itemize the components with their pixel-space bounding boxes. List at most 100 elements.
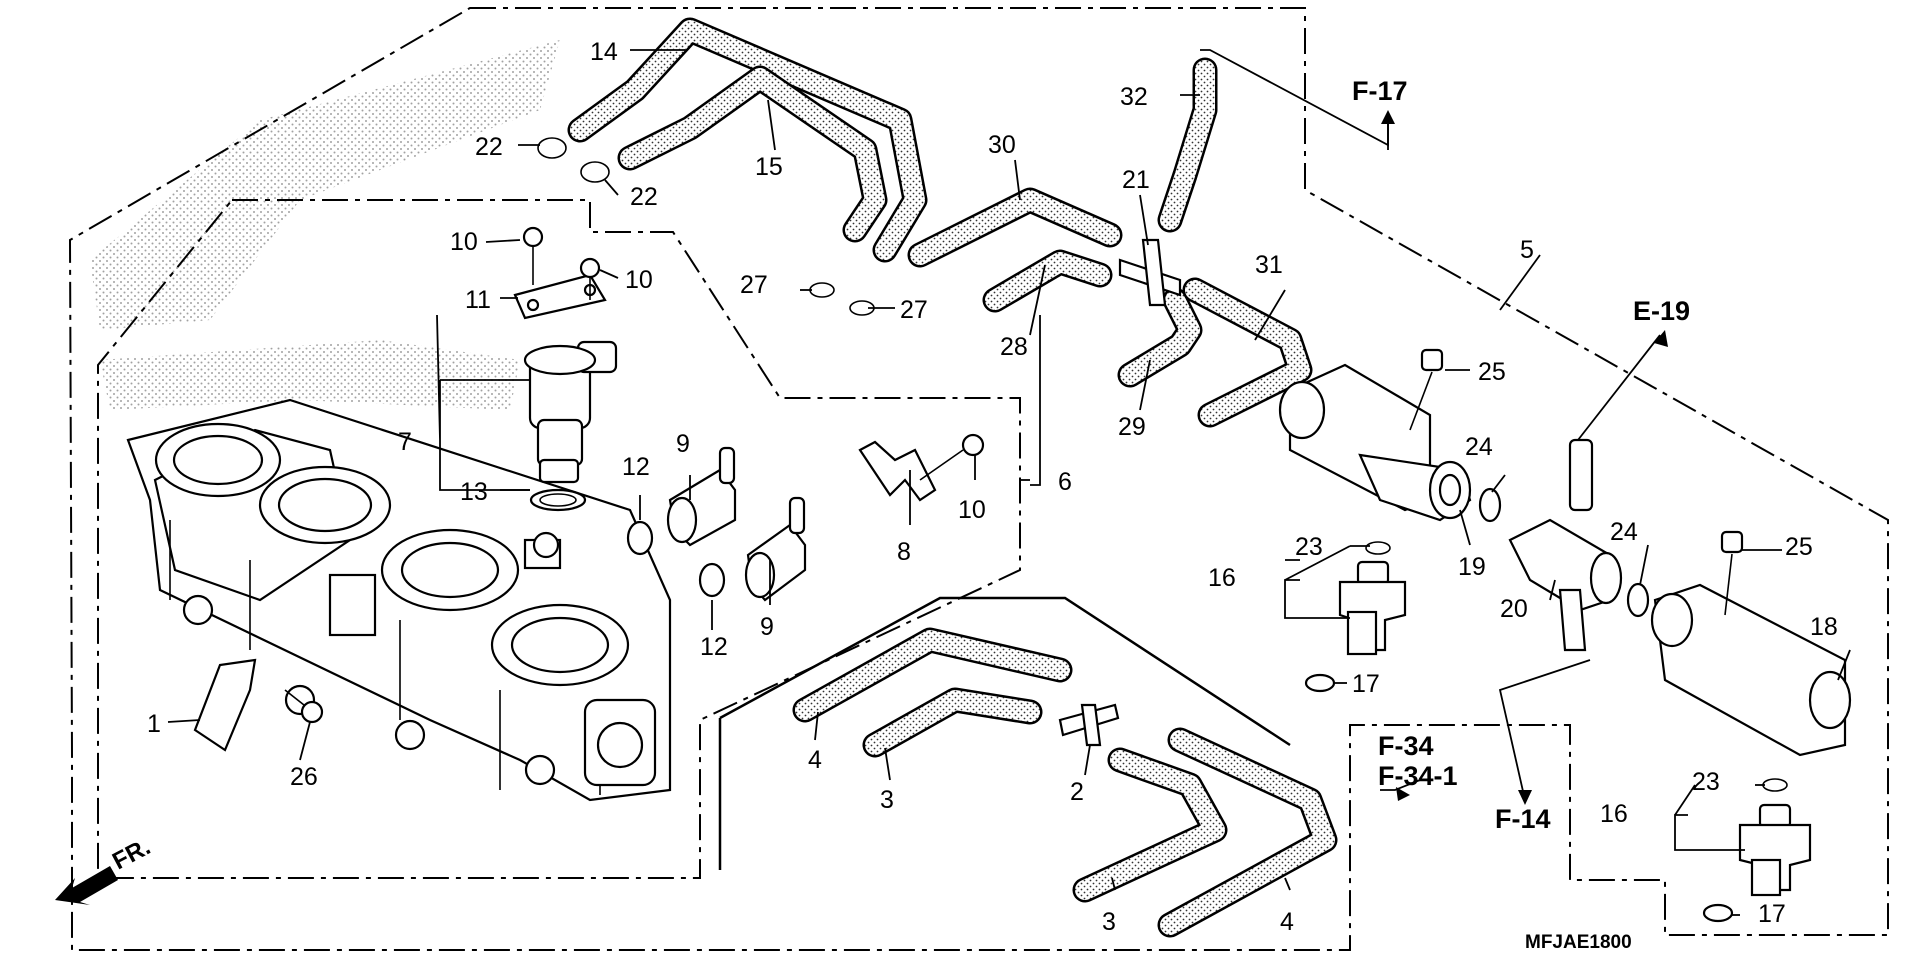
callout-22: 22 [475, 133, 503, 161]
hose-29 [1117, 287, 1203, 388]
leader-lines [167, 49, 1851, 916]
group-outline-main [68, 7, 1889, 951]
callout-10: 10 [625, 266, 653, 294]
o-ring-23-upper [1365, 541, 1391, 555]
callout-9: 9 [676, 430, 690, 458]
front-arrow-icon [55, 866, 118, 905]
callout-19: 19 [1458, 553, 1486, 581]
hose-15 [617, 65, 888, 243]
callout-23: 23 [1692, 768, 1720, 796]
callout-7: 7 [398, 428, 412, 456]
ref-f34-1[interactable]: F-34-1 [1378, 761, 1458, 791]
group-outline-hoses [718, 596, 1291, 870]
callout-11: 11 [465, 286, 491, 314]
callout-26: 26 [290, 763, 318, 791]
bolt-26 [284, 689, 324, 724]
callout-14: 14 [590, 38, 618, 66]
bracket-8 [858, 440, 937, 502]
clamp-27-left [809, 282, 835, 298]
callout-27: 27 [900, 296, 928, 324]
hose-31 [1182, 277, 1313, 428]
callout-25: 25 [1478, 358, 1506, 386]
callout-29: 29 [1118, 413, 1146, 441]
callout-22: 22 [630, 183, 658, 211]
bolt-25-lower [1720, 530, 1744, 616]
hose-4-left [792, 627, 1073, 723]
callout-10: 10 [958, 496, 986, 524]
callout-20: 20 [1500, 595, 1528, 623]
o-ring-24-upper [1478, 487, 1502, 523]
front-marker-label: FR. [108, 833, 155, 875]
fuel-rail-18 [1650, 583, 1852, 757]
drawing-code: MFJAE1800 [1525, 932, 1632, 953]
callout-28: 28 [1000, 333, 1028, 361]
callout-3: 3 [880, 786, 894, 814]
bolt-25-upper [1409, 348, 1444, 431]
sensor-7 [523, 340, 618, 484]
seal-17-lower [1702, 903, 1734, 923]
callout-10: 10 [450, 228, 478, 256]
group-outline-throttle [97, 199, 1021, 879]
hose-30 [907, 187, 1123, 268]
callout-30: 30 [988, 131, 1016, 159]
callout-27: 27 [740, 271, 768, 299]
hose-32 [1157, 57, 1218, 233]
brand-watermark [90, 40, 560, 410]
plate-11 [513, 273, 607, 320]
callout-18: 18 [1810, 613, 1838, 641]
callout-13: 13 [460, 478, 488, 506]
callout-16: 16 [1600, 800, 1628, 828]
callout-12: 12 [700, 633, 728, 661]
joint-20 [1508, 438, 1623, 652]
bolt-10-bracket [919, 433, 985, 481]
joint-2 [1058, 703, 1120, 747]
callout-2: 2 [1070, 778, 1084, 806]
seal-17-upper [1304, 673, 1336, 693]
ref-f17[interactable]: F-17 [1352, 76, 1408, 106]
hose-3-right [1072, 747, 1228, 903]
bolt-10-mid [579, 257, 601, 300]
bracket-1 [193, 658, 257, 752]
callout-8: 8 [897, 538, 911, 566]
callout-12: 12 [622, 453, 650, 481]
washer-12-upper [626, 520, 654, 556]
joint-21 [1118, 238, 1182, 307]
callout-6: 6 [1058, 468, 1072, 496]
ref-f14[interactable]: F-14 [1495, 804, 1551, 834]
callout-4: 4 [808, 746, 822, 774]
callout-5: 5 [1520, 236, 1534, 264]
callout-25: 25 [1785, 533, 1813, 561]
callout-9: 9 [760, 613, 774, 641]
injector-16-upper [1338, 560, 1407, 656]
callout-17: 17 [1758, 900, 1786, 928]
injector-16-lower [1738, 803, 1812, 897]
callout-4: 4 [1280, 908, 1294, 936]
ref-e19[interactable]: E-19 [1633, 296, 1690, 326]
hose-28 [982, 249, 1113, 313]
o-ring-23-lower [1762, 778, 1788, 792]
clamp-22-lower [580, 161, 610, 183]
bolt-10-top [522, 226, 544, 285]
valve-9-upper [666, 446, 737, 547]
callout-1: 1 [147, 710, 161, 738]
callout-21: 21 [1122, 166, 1150, 194]
callout-17: 17 [1352, 670, 1380, 698]
hose-14 [567, 17, 928, 263]
callout-15: 15 [755, 153, 783, 181]
hose-3-left [862, 687, 1043, 758]
callout-24: 24 [1610, 518, 1638, 546]
o-ring-13 [529, 488, 587, 512]
hose-4-right [1157, 727, 1338, 938]
o-ring-24-lower [1626, 582, 1650, 618]
callout-16: 16 [1208, 564, 1236, 592]
callout-23: 23 [1295, 533, 1323, 561]
callout-24: 24 [1465, 433, 1493, 461]
reference-arrows [1381, 110, 1668, 805]
callout-31: 31 [1255, 251, 1283, 279]
clamp-22-upper [537, 137, 567, 159]
callout-32: 32 [1120, 83, 1148, 111]
ref-f34[interactable]: F-34 [1378, 731, 1434, 761]
callout-labels: 14 22 22 15 10 10 11 7 13 27 27 12 12 9 … [147, 38, 1838, 936]
